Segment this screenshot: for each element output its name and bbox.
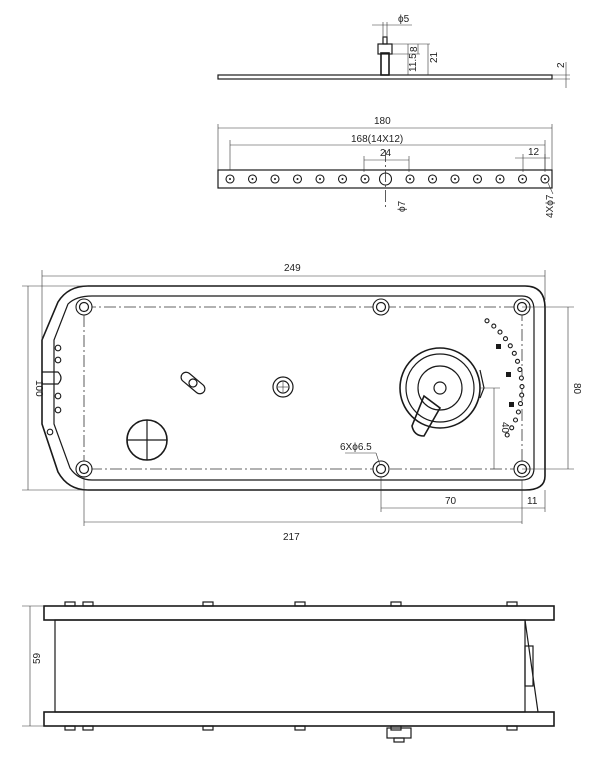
dim-70: 70	[445, 496, 457, 507]
top-stud	[390, 601, 402, 607]
dim-249: 249	[284, 263, 301, 274]
scale-dot	[509, 425, 515, 431]
dim-shaft-diameter: ϕ5	[398, 14, 410, 25]
slotted-clip	[180, 371, 206, 395]
handle-lever	[411, 394, 442, 437]
dim-168: 168(14X12)	[351, 134, 403, 145]
perforated-plate	[217, 169, 553, 189]
scale-dot	[518, 375, 524, 381]
scale-dot	[519, 392, 525, 398]
side-view: 59	[22, 601, 555, 743]
plate-top-view: 180 168(14X12) 24 12 ϕ7 4Xϕ7	[217, 116, 556, 218]
dim-80: 80	[571, 383, 582, 395]
shaft-side-view: ϕ5 11.5 8 21 2	[217, 14, 570, 88]
bottom-stud	[82, 725, 94, 731]
slot-notch	[42, 371, 62, 385]
dim-2: 2	[556, 62, 567, 68]
side-top-plate	[43, 605, 555, 621]
top-stud	[82, 601, 94, 607]
dim-12: 12	[528, 147, 540, 158]
scale-dot	[504, 432, 510, 438]
dim-24: 24	[380, 148, 392, 159]
position-scale-dots	[484, 318, 525, 438]
scale-dot	[517, 367, 523, 373]
scale-dot	[517, 401, 524, 407]
side-studs	[64, 601, 518, 731]
scale-dot	[512, 417, 519, 423]
bottom-stud	[64, 725, 76, 731]
center-line-rect	[83, 306, 523, 470]
top-stud	[506, 601, 518, 607]
edge-hole	[54, 356, 62, 364]
top-stud	[202, 601, 214, 607]
mounting-hole	[75, 460, 93, 478]
edge-hole	[54, 406, 62, 414]
dim-4-holes: 4Xϕ7	[545, 194, 556, 218]
scale-dot	[515, 409, 521, 415]
side-bottom-plate	[43, 711, 555, 727]
dim-100: 100	[33, 380, 44, 397]
shaft-tip	[382, 36, 388, 45]
dim-59: 59	[32, 652, 43, 664]
shaft-body	[380, 52, 390, 76]
scale-dot	[491, 323, 497, 329]
mounting-hole	[372, 298, 390, 316]
plan-view: 249 100 80 40 6Xϕ6.5 70 11 217	[22, 263, 582, 543]
dim-center-hole: ϕ7	[397, 200, 408, 212]
dim-180: 180	[374, 116, 391, 127]
edge-hole	[54, 344, 62, 352]
dim-217: 217	[283, 532, 300, 543]
scale-dot	[497, 329, 503, 335]
scale-dot	[511, 350, 517, 356]
output-shaft-assembly	[399, 347, 485, 437]
scale-dot	[502, 336, 509, 342]
center-boss	[272, 376, 294, 398]
top-stud	[64, 601, 76, 607]
dim-40: 40	[499, 422, 510, 434]
scale-dot	[519, 384, 525, 390]
housing-inner-outline	[53, 295, 535, 481]
dim-21: 21	[429, 51, 440, 63]
dim-11: 11	[527, 496, 538, 507]
mounting-hole	[372, 460, 390, 478]
scale-dot	[484, 318, 490, 324]
dim-11-5: 11.5	[408, 53, 419, 72]
left-edge-holes	[46, 344, 62, 436]
dim-6-holes: 6Xϕ6.5	[340, 442, 372, 453]
dim-8: 8	[409, 46, 420, 52]
bottom-stud	[294, 725, 306, 731]
scale-dot	[507, 343, 513, 349]
bottom-stud	[202, 725, 214, 731]
mounting-hole	[75, 298, 93, 316]
edge-hole	[54, 392, 62, 400]
side-body	[54, 619, 526, 713]
bottom-stud	[506, 725, 518, 731]
plate-hole-row	[225, 174, 550, 184]
edge-hole	[46, 428, 54, 436]
top-stud	[294, 601, 306, 607]
scale-dot	[514, 358, 521, 364]
